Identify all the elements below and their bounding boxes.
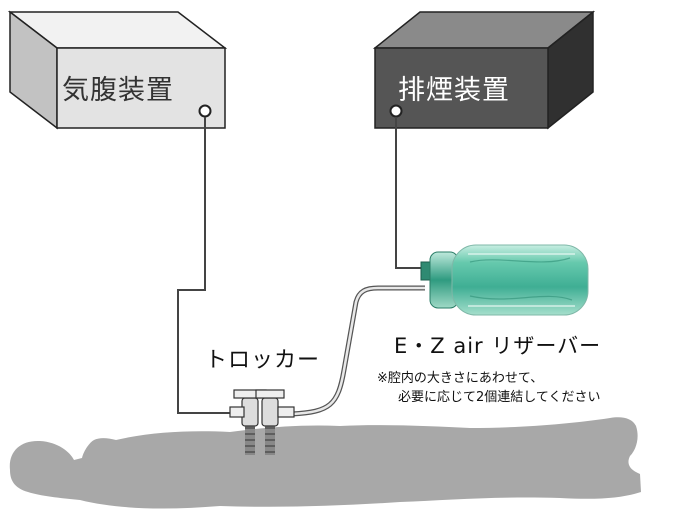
trocar-right-sideport <box>277 406 295 418</box>
insufflator-tube <box>177 117 238 414</box>
reservoir-body <box>451 244 589 316</box>
trocar-right-cap <box>255 389 285 399</box>
reservoir-bottle <box>420 244 589 316</box>
evacuator-tube <box>395 117 425 269</box>
trocar-left-ribs <box>245 427 255 453</box>
insufflator-port-icon <box>198 104 212 118</box>
smoke-evacuator-device <box>372 10 596 130</box>
reservoir-bag-folds <box>469 257 573 301</box>
trocar-right-valve <box>261 397 279 427</box>
insufflator-device <box>7 10 228 130</box>
note-line-2: 必要に応じて2個連結してください <box>398 390 601 405</box>
reservoir-tube-inner <box>291 286 425 416</box>
reservoir-label: E・Z air リザーバー <box>394 334 602 358</box>
patient-body <box>9 417 642 509</box>
insufflator-label: 気腹装置 <box>62 75 174 106</box>
reservoir-highlight <box>468 253 575 307</box>
trocar-left-sideport <box>229 406 245 418</box>
patient-silhouette <box>9 417 642 509</box>
note-line-1: ※腔内の大きさにあわせて、 <box>377 371 544 386</box>
trocar-label: トロッカー <box>205 348 321 373</box>
trocar-right-ribs <box>265 427 275 453</box>
trocar-left <box>229 389 267 455</box>
smoke-evacuator-port-icon <box>389 104 403 118</box>
trocar-right <box>255 389 295 455</box>
smoke-evacuator-label: 排煙装置 <box>398 75 510 106</box>
insufflator-front <box>56 47 226 129</box>
smoke-evacuator-front <box>374 47 549 129</box>
